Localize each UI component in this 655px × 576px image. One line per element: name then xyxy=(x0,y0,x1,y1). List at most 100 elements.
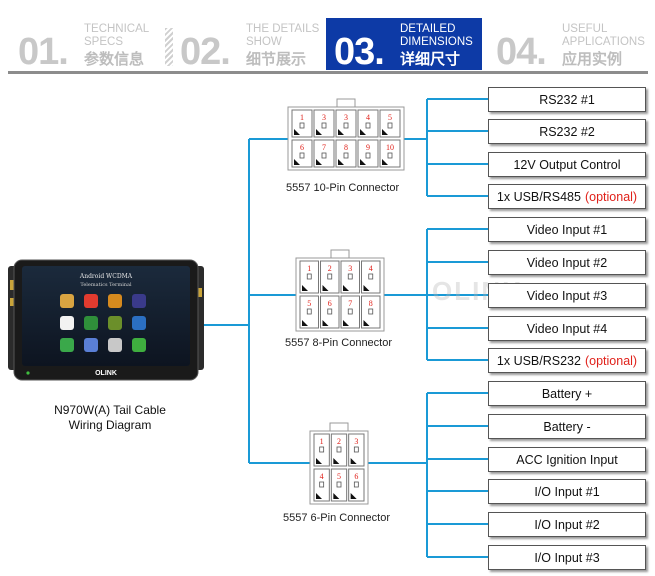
pin-hole xyxy=(387,152,393,159)
app-icon xyxy=(132,294,146,308)
signal-box: RS232 #1 xyxy=(488,87,646,112)
connector-label: 5557 6-Pin Connector xyxy=(283,512,391,524)
pin-number: 6 xyxy=(300,143,304,152)
signal-box: ACC Ignition Input xyxy=(488,447,646,472)
tab-title-zh: 详细尺寸 xyxy=(400,51,461,68)
signal-box: I/O Input #2 xyxy=(488,512,646,537)
pin-number: 1 xyxy=(300,113,304,122)
pin-hole xyxy=(347,273,353,280)
optional-tag: (optional) xyxy=(584,189,638,204)
app-icon xyxy=(60,338,74,352)
pin-hole xyxy=(321,152,327,159)
pin-cell xyxy=(357,139,379,168)
pin-number: 6 xyxy=(354,472,358,481)
device-caption-line1: N970W(A) Tail Cable xyxy=(54,403,166,417)
device-caption-line2: Wiring Diagram xyxy=(68,418,152,432)
pin-key xyxy=(363,320,370,326)
pin-hole xyxy=(387,122,393,129)
pin-key xyxy=(338,129,344,135)
pin-key xyxy=(322,320,329,326)
pin-hole xyxy=(368,308,374,315)
tab-number: 03. xyxy=(334,31,385,73)
pin-key xyxy=(338,159,344,165)
pin-number: 3 xyxy=(322,113,326,122)
pin-number: 10 xyxy=(386,143,394,152)
tab-details-show[interactable]: 02. THE DETAILS SHOW 细节展示 xyxy=(180,18,330,74)
pin-key xyxy=(333,493,340,499)
app-icon xyxy=(132,338,146,352)
pin-cell xyxy=(379,139,401,168)
pin-number: 1 xyxy=(320,437,324,446)
pin-number: 3 xyxy=(348,264,352,273)
app-icon xyxy=(60,316,74,330)
pin-cell xyxy=(330,433,348,467)
device-screen-subtitle: Telematics Terminal xyxy=(80,282,132,288)
app-icon xyxy=(132,316,146,330)
signal-box: 12V Output Control xyxy=(488,152,646,177)
tab-useful-applications[interactable]: 04. USEFUL APPLICATIONS 应用实例 xyxy=(496,18,651,74)
pin-hole xyxy=(336,446,342,453)
signal-box: I/O Input #3 xyxy=(488,545,646,570)
pin-hole xyxy=(353,446,359,453)
tab-number: 01. xyxy=(18,31,69,73)
pin-key xyxy=(350,493,357,499)
pin-hole xyxy=(347,308,353,315)
tab-title-zh: 参数信息 xyxy=(84,51,145,68)
pin-number: 5 xyxy=(307,299,311,308)
telematics-terminal-device: Android WCDMA Telematics Terminal OLINK xyxy=(8,259,204,381)
pin-key xyxy=(316,458,322,464)
signal-label: Battery - xyxy=(543,419,591,434)
signal-label: Video Input #4 xyxy=(526,321,608,336)
signal-box: Video Input #2 xyxy=(488,250,646,275)
tab-title-en: TECHNICAL SPECS xyxy=(84,23,150,48)
pin-number: 4 xyxy=(320,472,324,481)
signal-box: I/O Input #1 xyxy=(488,479,646,504)
signal-box: Video Input #3 xyxy=(488,283,646,308)
pin-key xyxy=(302,320,308,326)
pin-number: 4 xyxy=(366,113,370,122)
pin-cell xyxy=(330,468,348,502)
tab-separator xyxy=(165,28,173,66)
pin-key xyxy=(294,159,300,165)
signal-box: Battery - xyxy=(488,414,646,439)
pin-cell xyxy=(357,109,379,138)
signal-label: 1x USB/RS232 xyxy=(496,353,581,368)
pin-number: 6 xyxy=(328,299,332,308)
connector-label: 5557 8-Pin Connector xyxy=(285,337,393,349)
device-brand-logo: OLINK xyxy=(95,370,117,377)
pin-key xyxy=(382,129,388,135)
signal-label: I/O Input #2 xyxy=(534,517,600,532)
pin-hole xyxy=(353,481,359,488)
signal-label: RS232 #2 xyxy=(539,124,595,139)
pin-hole xyxy=(299,152,305,159)
pin-key xyxy=(316,129,322,135)
tab-detailed-dimensions[interactable]: 03. DETAILED DIMENSIONS 详细尺寸 xyxy=(326,18,482,73)
pin-key xyxy=(343,320,349,326)
signal-label: Video Input #3 xyxy=(526,288,608,303)
pin-key xyxy=(363,285,370,291)
pin-number: 7 xyxy=(348,299,352,308)
app-icon xyxy=(108,316,122,330)
tab-technical-specs[interactable]: 01. TECHNICAL SPECS 参数信息 xyxy=(18,18,168,74)
pin-cell xyxy=(299,260,319,294)
signal-label: 12V Output Control xyxy=(513,157,621,172)
signal-label: I/O Input #3 xyxy=(534,550,600,565)
pin-key xyxy=(333,458,340,464)
pin-hole xyxy=(327,308,333,315)
signal-box: Video Input #1 xyxy=(488,217,646,242)
app-icon xyxy=(84,316,98,330)
pin-number: 8 xyxy=(344,143,348,152)
pin-cell xyxy=(320,295,340,329)
signal-box: 1x USB/RS232(optional) xyxy=(488,348,646,373)
device-caption: N970W(A) Tail Cable Wiring Diagram xyxy=(20,403,200,433)
pin-hole xyxy=(299,122,305,129)
pin-number: 2 xyxy=(337,437,341,446)
pin-hole xyxy=(319,446,325,453)
app-icon xyxy=(108,294,122,308)
tab-title-zh: 细节展示 xyxy=(246,51,307,68)
pin-cell xyxy=(340,260,360,294)
app-icon xyxy=(108,338,122,352)
pin-number: 7 xyxy=(322,143,326,152)
signal-label: Battery + xyxy=(541,386,593,401)
